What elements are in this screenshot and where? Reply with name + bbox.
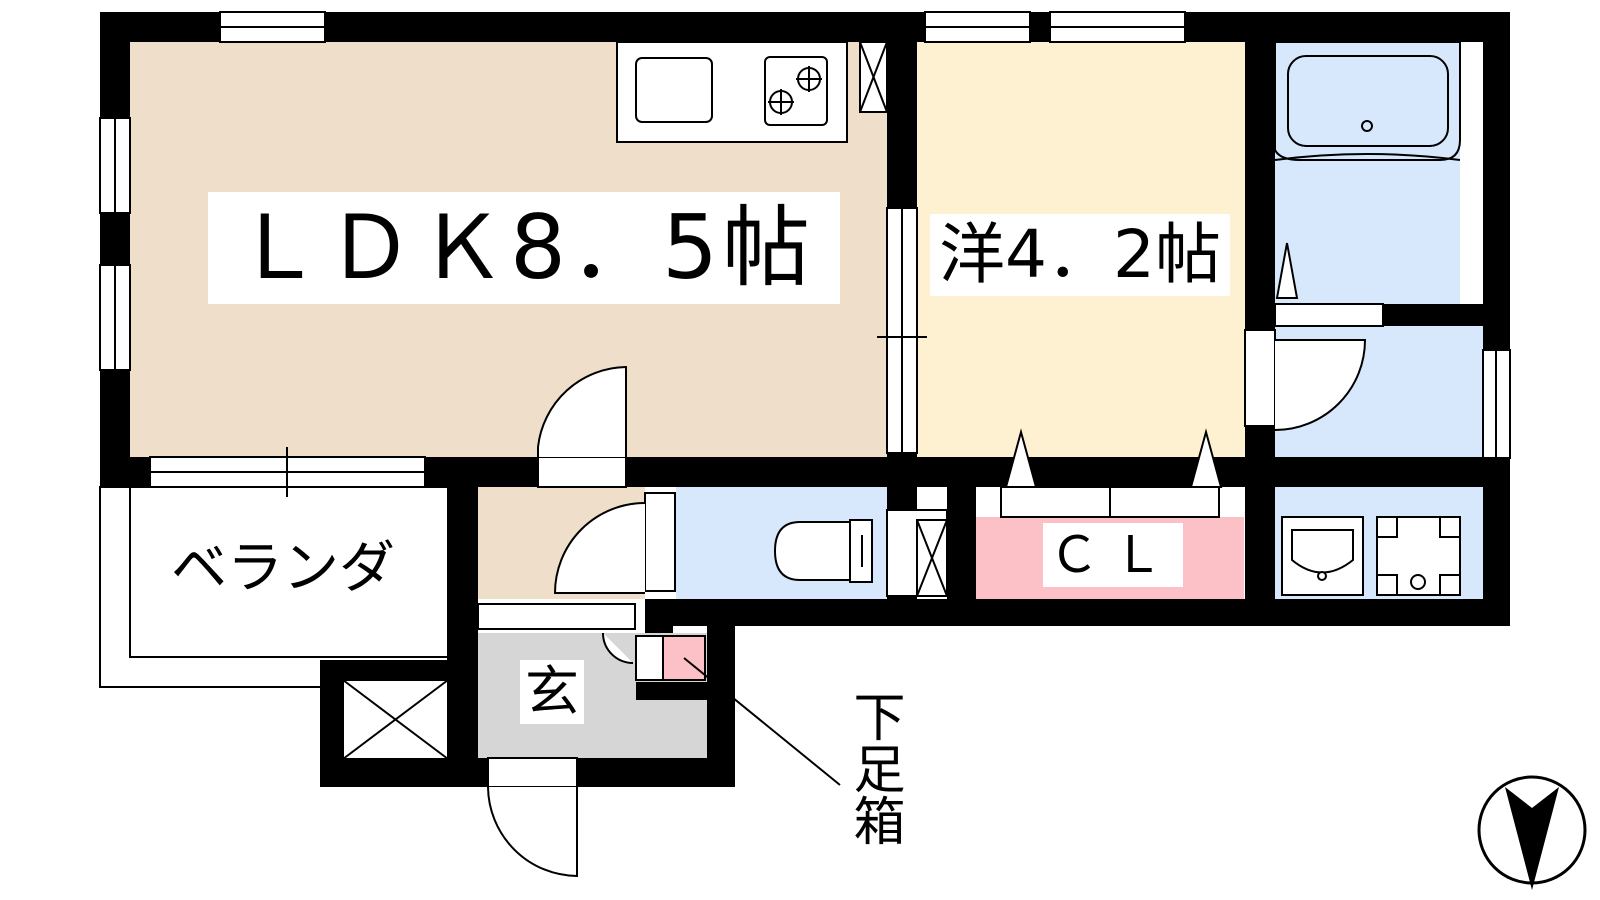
western-room-label: 洋4．2帖 xyxy=(930,214,1230,296)
north-arrow-icon xyxy=(1477,775,1587,890)
bath-door-icon xyxy=(1275,242,1299,299)
entrance-label: 玄 xyxy=(520,660,584,724)
closet-door-icons xyxy=(1004,428,1223,488)
bathtub-icon xyxy=(1274,41,1461,161)
door-swings xyxy=(487,339,1367,878)
window-lines xyxy=(114,26,1497,517)
closet-label: ＣＬ xyxy=(1043,523,1183,587)
pipe-spaces xyxy=(859,41,948,597)
stove-icon xyxy=(764,56,828,126)
sink-icon xyxy=(635,57,713,123)
veranda-label: ベランダ xyxy=(171,536,395,601)
shoe-box-leader xyxy=(683,657,841,786)
shoe-box-step xyxy=(635,635,664,681)
veranda xyxy=(99,486,449,688)
shoe-box-label: 下足箱 xyxy=(844,690,904,846)
shaft-box xyxy=(342,679,449,760)
washing-machine-icon xyxy=(1376,516,1461,596)
toilet-icon xyxy=(773,519,873,583)
ldk-label: ＬＤＫ8．5帖 xyxy=(208,192,840,304)
washbasin-icon xyxy=(1281,516,1364,596)
